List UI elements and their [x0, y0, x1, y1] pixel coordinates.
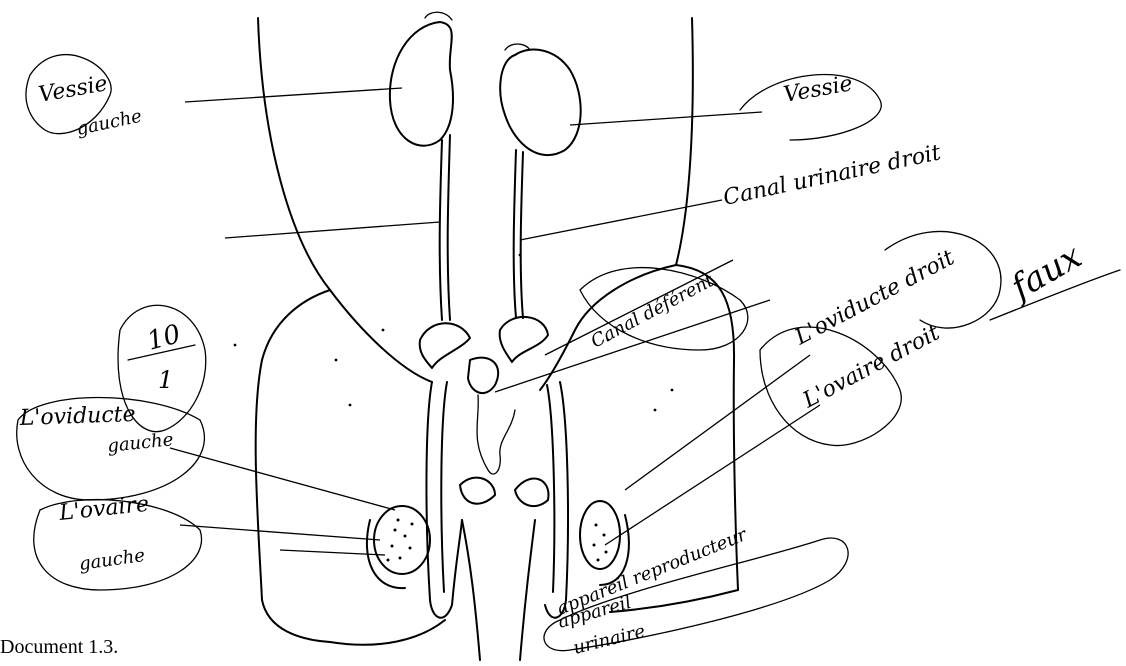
label-left-oviduct-line2: gauche: [106, 429, 174, 457]
document-caption: Document 1.3.: [0, 636, 118, 659]
right-kidney: [500, 44, 580, 155]
label-right-kidney: Vessie: [782, 71, 855, 108]
pointer-lines: [170, 88, 820, 555]
center-organs: [420, 317, 549, 506]
label-left-ovary-line1: L'ovaire: [57, 492, 150, 526]
grade-mark: 10 1: [128, 319, 195, 394]
label-left-kidney-line2: gauche: [75, 106, 144, 140]
label-efferent-canal: Canal déférent: [587, 270, 718, 353]
label-right-urinary-canal: Canal urinaire droit: [721, 140, 943, 211]
label-left-ovary-line2: gauche: [78, 545, 146, 575]
cloaca: [426, 382, 568, 660]
left-kidney: [390, 12, 453, 145]
grade-score: 10: [144, 319, 184, 357]
label-left-kidney-line1: Vessie: [37, 71, 110, 108]
left-ovary-shape: [367, 506, 430, 588]
grade-denominator: 1: [158, 366, 173, 394]
ureters: [440, 135, 523, 320]
body-outline: [256, 18, 738, 645]
label-left-oviduct-line1: L'oviducte: [18, 402, 136, 431]
